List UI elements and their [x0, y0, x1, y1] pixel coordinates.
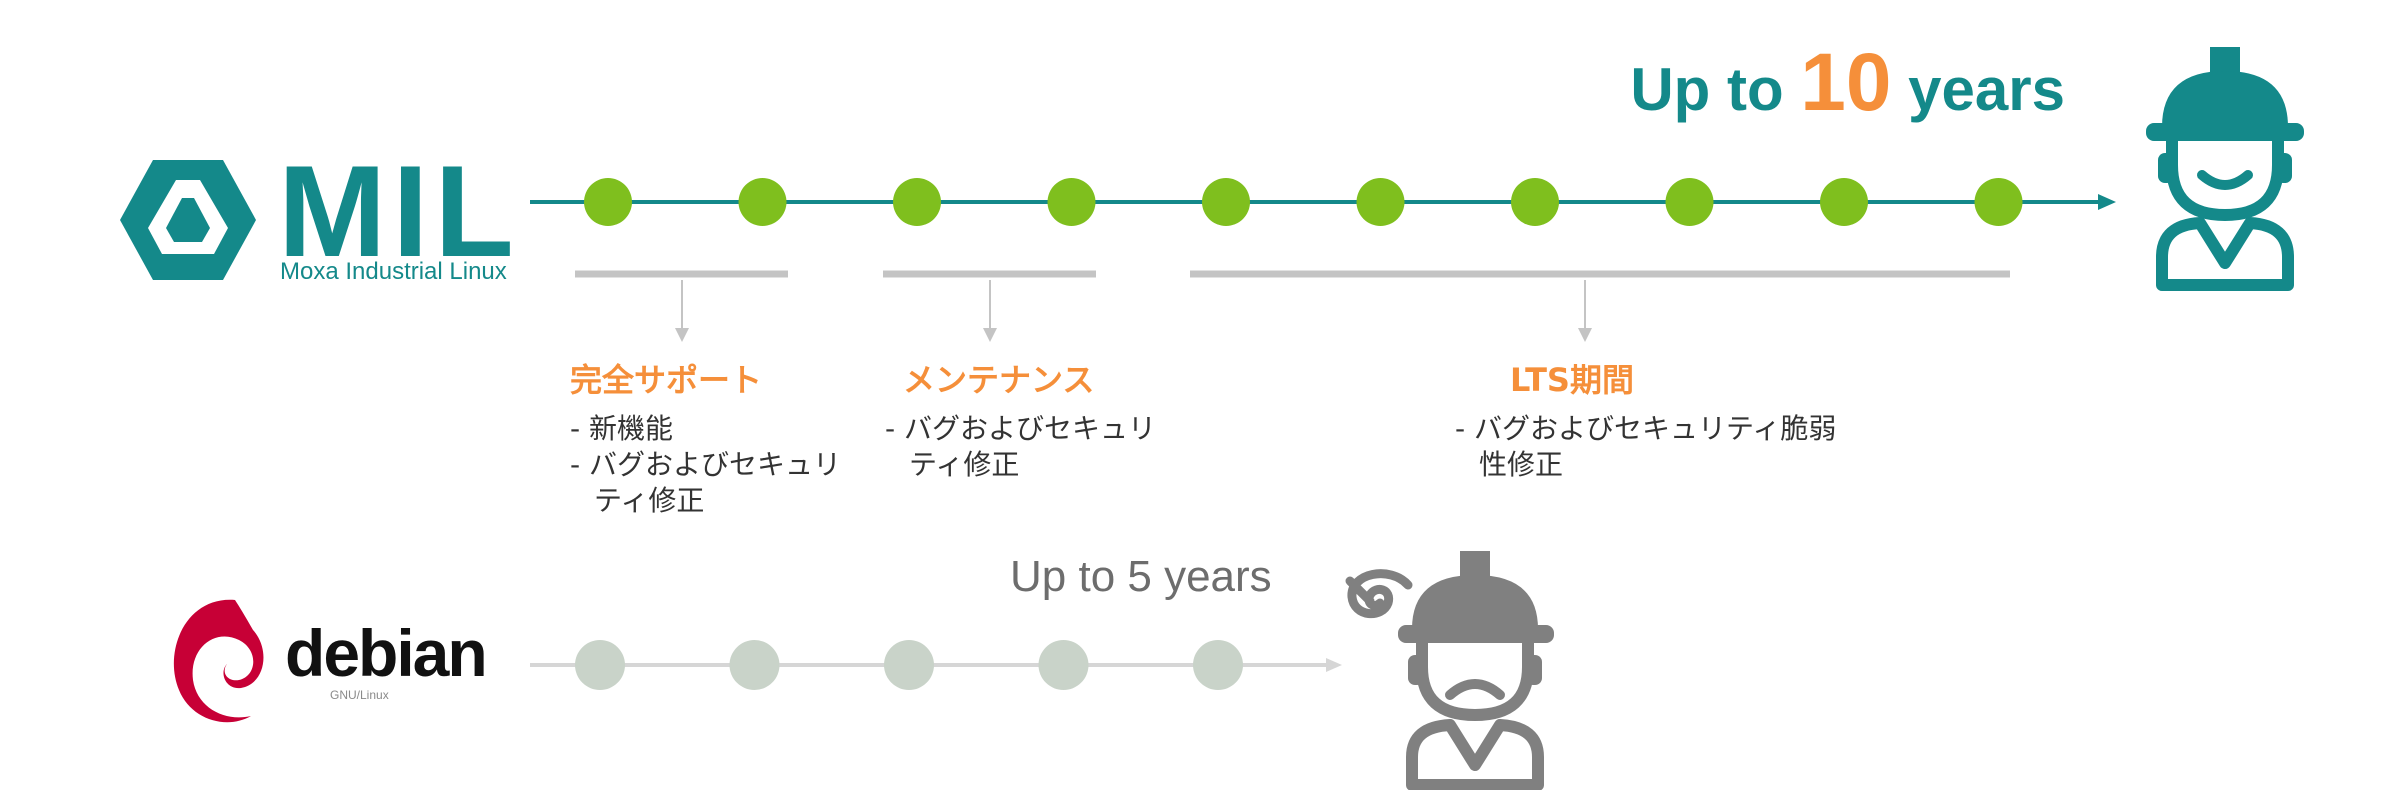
debian-milestone-dot	[1038, 640, 1089, 690]
debian-swirl-icon	[173, 599, 264, 723]
phase-title: 完全サポート	[570, 361, 763, 399]
headline-number: 10	[1800, 37, 1892, 128]
phase-item: - バグおよびセキュリティ修正	[885, 412, 1157, 481]
phase-arrow-lts	[1578, 280, 1592, 342]
debian-milestone-dot	[729, 640, 780, 690]
phase-full-support: 完全サポート - 新機能 - バグおよびセキュリティ修正	[570, 355, 841, 519]
mil-milestone-dot	[1974, 178, 2023, 226]
mil-support-headline: Up to 10 years	[1630, 36, 2065, 130]
mil-hexagon-icon	[120, 160, 256, 280]
debian-logo-text: debian	[285, 616, 488, 690]
mil-milestone-dot	[1202, 178, 1250, 226]
worried-worker-icon	[1345, 551, 1554, 790]
phase-lts: LTS期間 - バグおよびセキュリティ脆弱性修正	[1455, 355, 1836, 483]
mil-timeline-arrowhead	[2098, 194, 2116, 210]
debian-logo-subtitle: GNU/Linux	[330, 688, 389, 702]
debian-milestone-dot	[884, 640, 934, 690]
mil-milestone-dot	[738, 178, 787, 226]
phase-item: - バグおよびセキュリティ脆弱性修正	[1455, 412, 1837, 481]
debian-milestone-dot	[575, 640, 625, 690]
mil-milestone-dot	[1820, 178, 1868, 226]
phase-arrow-maintenance	[983, 280, 997, 342]
debian-support-headline: Up to 5 years	[1010, 552, 1272, 601]
phase-title: LTS期間	[1510, 361, 1634, 399]
headline-suffix: years	[1908, 56, 2065, 123]
mil-milestone-dot	[1356, 178, 1405, 226]
scribble-mark	[1345, 569, 1413, 619]
happy-worker-icon	[2146, 47, 2304, 291]
headline-prefix: Up to	[1630, 56, 1784, 123]
mil-milestone-dot	[584, 178, 632, 226]
phase-item: - 新機能	[570, 412, 674, 445]
mil-logo-text: MIL	[278, 138, 520, 284]
mil-logo-subtitle: Moxa Industrial Linux	[280, 258, 507, 285]
mil-milestone-dot	[1511, 178, 1559, 226]
debian-timeline-arrowhead	[1326, 658, 1342, 672]
mil-milestone-dot	[1665, 178, 1714, 226]
phase-arrow-full-support	[675, 280, 689, 342]
mil-milestone-dot	[893, 178, 941, 226]
mil-milestone-dot	[1047, 178, 1096, 226]
phase-title: メンテナンス	[903, 361, 1095, 399]
debian-milestone-dot	[1193, 640, 1243, 690]
phase-item: - バグおよびセキュリティ修正	[570, 448, 842, 517]
phase-maintenance: メンテナンス - バグおよびセキュリティ修正	[885, 355, 1156, 483]
